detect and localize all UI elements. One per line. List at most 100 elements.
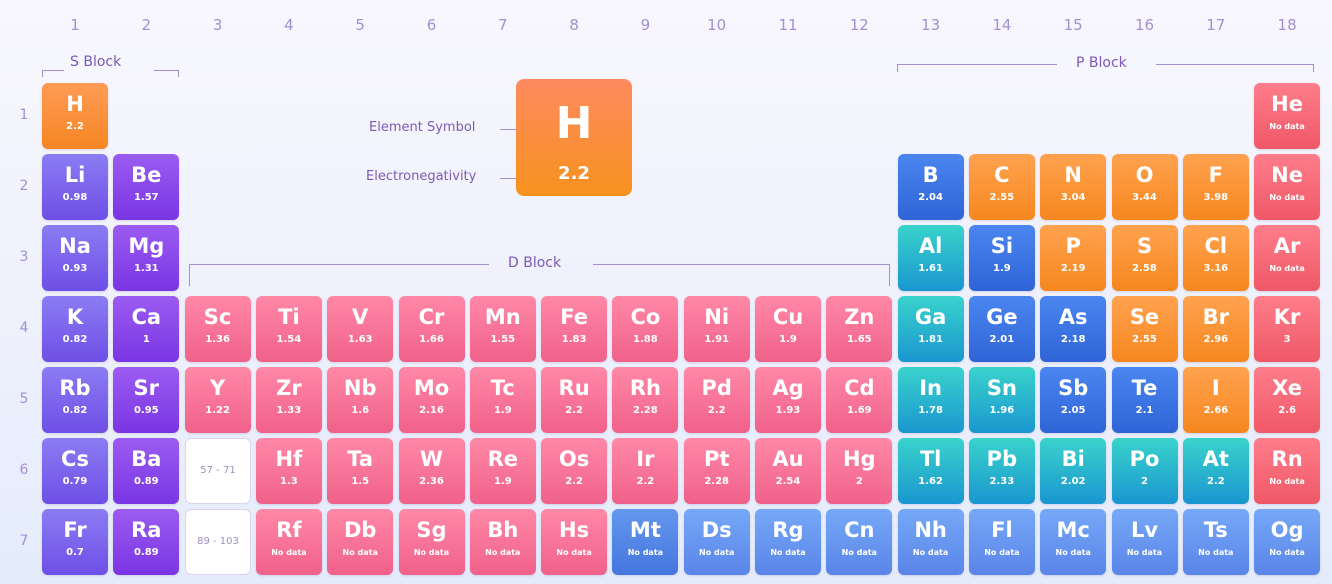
d-block-bracket-tick-right <box>889 264 890 286</box>
lanthanide-range-cell[interactable]: 57 - 71 <box>185 438 251 504</box>
element-symbol: Cn <box>844 518 875 542</box>
element-symbol: Hf <box>275 447 303 471</box>
element-symbol: Pd <box>701 376 732 400</box>
d-block-label: D Block <box>508 255 562 271</box>
element-electronegativity: 2.55 <box>989 192 1015 203</box>
element-symbol: Pb <box>986 447 1018 471</box>
actinide-range-cell[interactable]: 89 - 103 <box>185 509 251 575</box>
element-symbol: Lv <box>1130 518 1159 542</box>
element-electronegativity: 0.95 <box>133 405 159 416</box>
element-electronegativity: 0.79 <box>62 476 88 487</box>
